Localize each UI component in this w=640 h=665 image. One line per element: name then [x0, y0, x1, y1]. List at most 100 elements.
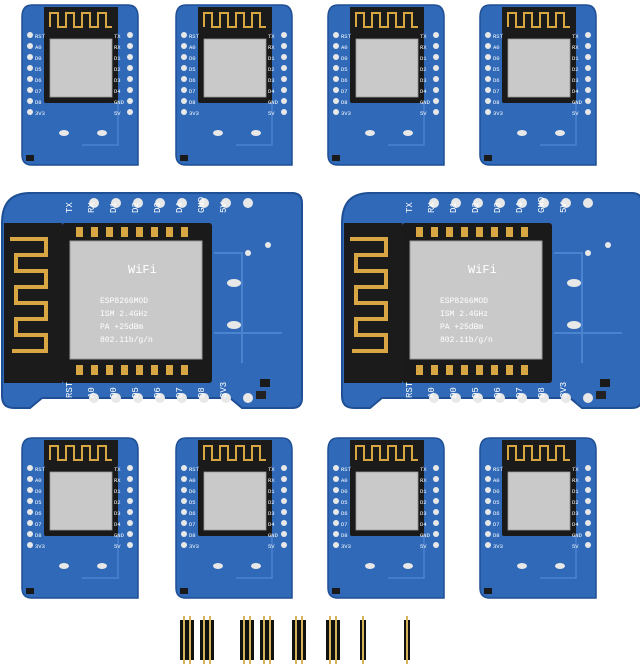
pin-label-left: A0: [341, 44, 348, 51]
pin-hole: [133, 393, 143, 403]
pin-label-top: TX: [65, 202, 75, 213]
pin-label-top: D1: [449, 202, 459, 213]
pin-hole: [451, 393, 461, 403]
pin-label-top: 5V: [219, 202, 229, 213]
pin-label-right: GND: [420, 99, 431, 106]
pin-label-left: D8: [189, 532, 196, 539]
pin-label-left: A0: [189, 477, 196, 484]
pin-label-left: D0: [341, 488, 348, 495]
pin-hole: [539, 198, 549, 208]
pin-label-right: GND: [572, 532, 583, 539]
pin-label-bottom: D5: [471, 387, 481, 398]
pin-hole: [177, 393, 187, 403]
pin-label-right: D2: [268, 499, 275, 506]
pin-label-left: 3V3: [493, 543, 503, 550]
pin-label-right: D1: [572, 488, 579, 495]
pin-label-right: RX: [268, 44, 275, 51]
pin-label-right: D2: [420, 499, 427, 506]
pin-label-top: D4: [515, 202, 525, 213]
pin-label-left: D0: [493, 488, 500, 495]
pin-label-left: D7: [493, 88, 500, 95]
pin-label-right: D4: [114, 521, 121, 528]
pin-label-right: GND: [420, 532, 431, 539]
pin-label-right: TX: [114, 33, 121, 40]
pin-label-right: RX: [572, 477, 579, 484]
pin-hole: [539, 393, 549, 403]
pin-label-bottom: D8: [537, 387, 547, 398]
wifi-logo: WiFi: [128, 263, 157, 277]
module-text: ESP8266MOD: [100, 297, 148, 306]
pin-label-right: 5V: [268, 543, 275, 550]
module-text: ESP8266MOD: [440, 297, 488, 306]
pin-label-right: TX: [268, 33, 275, 40]
pin-label-left: D7: [189, 521, 196, 528]
pin-label-right: TX: [420, 33, 427, 40]
pin-label-left: D6: [493, 77, 500, 84]
pin-label-left: D7: [493, 521, 500, 528]
pin-label-left: RST: [189, 466, 200, 473]
pin-label-left: D7: [35, 88, 42, 95]
pin-label-right: D3: [268, 77, 275, 84]
pin-label-right: D3: [420, 77, 427, 84]
pin-hole: [89, 198, 99, 208]
pin-label-left: D6: [189, 77, 196, 84]
header-strips: [180, 616, 410, 664]
pin-label-right: D1: [114, 55, 121, 62]
pin-label-right: D2: [420, 66, 427, 73]
pin-label-right: D4: [268, 88, 275, 95]
pin-label-right: 5V: [114, 543, 121, 550]
pin-label-right: D2: [114, 66, 121, 73]
pin-label-bottom: RST: [405, 381, 415, 398]
pin-label-right: D3: [572, 77, 579, 84]
pin-label-left: D5: [341, 66, 348, 73]
pin-label-right: 5V: [572, 543, 579, 550]
pin-label-right: 5V: [114, 110, 121, 117]
pin-label-right: D4: [114, 88, 121, 95]
module-text: PA +25dBm: [100, 323, 143, 332]
pin-label-left: D7: [35, 521, 42, 528]
pin-label-left: D8: [493, 532, 500, 539]
pin-hole: [221, 393, 231, 403]
pin-hole: [473, 393, 483, 403]
pin-label-bottom: 3V3: [219, 382, 229, 398]
pin-label-left: 3V3: [189, 110, 199, 117]
pin-label-left: D0: [189, 488, 196, 495]
pin-hole: [155, 198, 165, 208]
pin-label-right: D4: [572, 521, 579, 528]
pin-label-left: D6: [189, 510, 196, 517]
pin-label-top: D2: [471, 202, 481, 213]
pin-label-bottom: D8: [197, 387, 207, 398]
pin-label-left: D0: [35, 488, 42, 495]
pin-label-right: D2: [268, 66, 275, 73]
pin-label-left: D6: [341, 510, 348, 517]
pin-label-left: D0: [35, 55, 42, 62]
pin-label-right: D3: [114, 510, 121, 517]
pin-label-left: D8: [493, 99, 500, 106]
pin-label-right: D4: [572, 88, 579, 95]
pin-label-bottom: D7: [175, 387, 185, 398]
pin-label-right: 5V: [420, 543, 427, 550]
pin-label-left: RST: [341, 466, 352, 473]
pin-label-right: D1: [268, 488, 275, 495]
pin-hole: [495, 393, 505, 403]
pin-label-bottom: D5: [131, 387, 141, 398]
pin-label-left: D5: [35, 66, 42, 73]
pin-label-left: D5: [189, 66, 196, 73]
pin-hole: [561, 198, 571, 208]
pin-label-right: D4: [268, 521, 275, 528]
pin-label-left: A0: [189, 44, 196, 51]
pin-label-left: D5: [493, 499, 500, 506]
pin-label-top: RX: [87, 202, 97, 213]
pin-label-left: 3V3: [35, 543, 45, 550]
pin-label-right: D1: [114, 488, 121, 495]
pin-label-bottom: D7: [515, 387, 525, 398]
pin-label-bottom: A0: [427, 387, 437, 398]
pin-label-left: 3V3: [341, 110, 351, 117]
wifi-logo: WiFi: [468, 263, 497, 277]
pin-label-left: D8: [341, 532, 348, 539]
